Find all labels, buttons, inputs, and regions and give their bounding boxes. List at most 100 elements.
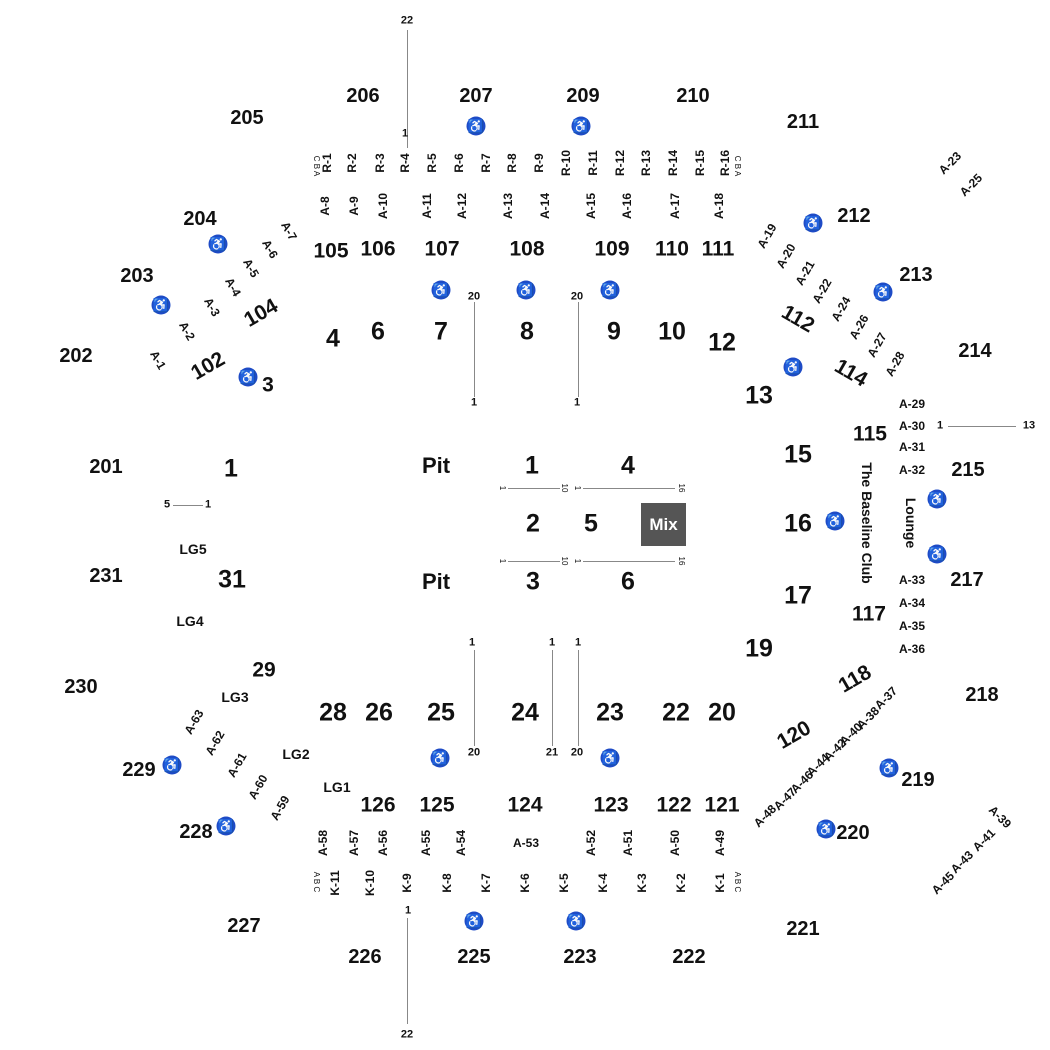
section-220[interactable]: 220 <box>836 822 870 844</box>
section-212[interactable]: 212 <box>837 205 871 227</box>
section-210[interactable]: 210 <box>676 85 710 107</box>
suite-a-33[interactable]: A-33 <box>898 573 926 587</box>
suite-a-58[interactable]: A-58 <box>316 829 330 857</box>
section-111[interactable]: 111 <box>701 237 735 261</box>
center-section-2[interactable]: 2 <box>526 509 540 538</box>
row-k-3[interactable]: K-3 <box>635 873 649 893</box>
suite-a-49[interactable]: A-49 <box>713 829 727 857</box>
floor-section-4[interactable]: 4 <box>326 324 340 353</box>
row-r-11[interactable]: R-11 <box>586 150 600 176</box>
suite-a-55[interactable]: A-55 <box>419 829 433 857</box>
suite-a-23[interactable]: A-23 <box>935 148 965 178</box>
row-k-10[interactable]: K-10 <box>363 869 377 897</box>
floor-section-19[interactable]: 19 <box>745 634 773 663</box>
floor-section-29[interactable]: 29 <box>252 658 276 682</box>
row-k-5[interactable]: K-5 <box>557 873 571 893</box>
suite-a-2[interactable]: A-2 <box>176 319 198 343</box>
floor-section-24[interactable]: 24 <box>511 698 539 727</box>
section-223[interactable]: 223 <box>563 946 597 968</box>
section-222[interactable]: 222 <box>672 946 706 968</box>
suite-a-48[interactable]: A-48 <box>750 801 780 831</box>
section-114[interactable]: 114 <box>830 354 872 392</box>
suite-a-51[interactable]: A-51 <box>621 829 635 857</box>
loge-lg4[interactable]: LG4 <box>176 613 204 629</box>
section-201[interactable]: 201 <box>89 456 123 478</box>
suite-a-35[interactable]: A-35 <box>898 619 926 633</box>
suite-a-7[interactable]: A-7 <box>278 219 300 243</box>
section-204[interactable]: 204 <box>183 208 217 230</box>
floor-section-25[interactable]: 25 <box>427 698 455 727</box>
section-217[interactable]: 217 <box>950 569 984 591</box>
suite-a-25[interactable]: A-25 <box>956 170 986 200</box>
row-k-1[interactable]: K-1 <box>713 873 727 893</box>
section-125[interactable]: 125 <box>419 793 455 817</box>
pit-bottom[interactable]: Pit <box>421 569 451 594</box>
suite-a-3[interactable]: A-3 <box>201 295 223 319</box>
floor-section-3[interactable]: 3 <box>262 373 274 397</box>
suite-a-39[interactable]: A-39 <box>985 802 1015 832</box>
suite-a-10[interactable]: A-10 <box>376 192 390 220</box>
suite-a-34[interactable]: A-34 <box>898 596 926 610</box>
suite-a-27[interactable]: A-27 <box>864 330 890 360</box>
suite-a-4[interactable]: A-4 <box>222 275 244 299</box>
section-118[interactable]: 118 <box>834 660 876 698</box>
section-121[interactable]: 121 <box>704 793 740 817</box>
center-section-3[interactable]: 3 <box>526 567 540 596</box>
center-section-5[interactable]: 5 <box>584 509 598 538</box>
loge-lg2[interactable]: LG2 <box>282 746 310 762</box>
floor-section-7[interactable]: 7 <box>434 317 448 346</box>
suite-a-11[interactable]: A-11 <box>420 193 434 219</box>
loge-lg1[interactable]: LG1 <box>323 779 351 795</box>
suite-a-62[interactable]: A-62 <box>202 728 228 758</box>
suite-a-24[interactable]: A-24 <box>828 294 854 324</box>
floor-section-16[interactable]: 16 <box>784 509 812 538</box>
row-r-6[interactable]: R-6 <box>452 153 466 173</box>
section-227[interactable]: 227 <box>227 915 261 937</box>
suite-a-18[interactable]: A-18 <box>712 192 726 220</box>
floor-section-20[interactable]: 20 <box>708 698 736 727</box>
suite-a-32[interactable]: A-32 <box>898 463 926 477</box>
suite-a-22[interactable]: A-22 <box>809 276 835 306</box>
section-228[interactable]: 228 <box>179 821 213 843</box>
suite-a-57[interactable]: A-57 <box>347 829 361 857</box>
section-115[interactable]: 115 <box>853 422 887 446</box>
section-126[interactable]: 126 <box>360 793 396 817</box>
suite-a-26[interactable]: A-26 <box>846 312 872 342</box>
row-r-9[interactable]: R-9 <box>532 153 546 173</box>
row-k-6[interactable]: K-6 <box>518 873 532 893</box>
section-211[interactable]: 211 <box>786 111 820 133</box>
suite-a-17[interactable]: A-17 <box>668 192 682 220</box>
section-123[interactable]: 123 <box>593 793 629 817</box>
suite-a-30[interactable]: A-30 <box>898 419 926 433</box>
suite-a-19[interactable]: A-19 <box>754 221 780 251</box>
pit-top[interactable]: Pit <box>421 453 451 478</box>
floor-section-26[interactable]: 26 <box>365 698 393 727</box>
suite-a-20[interactable]: A-20 <box>773 241 799 271</box>
suite-a-41[interactable]: A-41 <box>969 825 999 855</box>
section-230[interactable]: 230 <box>64 676 98 698</box>
suite-a-61[interactable]: A-61 <box>224 750 250 780</box>
row-r-5[interactable]: R-5 <box>425 153 439 173</box>
floor-section-10[interactable]: 10 <box>658 317 686 346</box>
section-205[interactable]: 205 <box>230 107 264 129</box>
section-112[interactable]: 112 <box>777 300 819 338</box>
suite-a-53[interactable]: A-53 <box>512 836 540 850</box>
row-k-9[interactable]: K-9 <box>400 873 414 893</box>
loge-lg3[interactable]: LG3 <box>221 689 249 705</box>
suite-a-13[interactable]: A-13 <box>501 192 515 220</box>
center-section-6[interactable]: 6 <box>621 567 635 596</box>
baseline-club[interactable]: The Baseline Club <box>859 462 875 583</box>
floor-section-12[interactable]: 12 <box>708 328 736 357</box>
floor-section-6[interactable]: 6 <box>371 317 385 346</box>
floor-section-8[interactable]: 8 <box>520 317 534 346</box>
row-k-11[interactable]: K-11 <box>328 870 342 896</box>
row-k-4[interactable]: K-4 <box>596 873 610 893</box>
suite-a-56[interactable]: A-56 <box>376 829 390 857</box>
suite-a-54[interactable]: A-54 <box>454 829 468 857</box>
section-218[interactable]: 218 <box>965 684 999 706</box>
row-r-1[interactable]: R-1 <box>320 153 334 173</box>
suite-a-45[interactable]: A-45 <box>928 868 958 898</box>
suite-a-12[interactable]: A-12 <box>455 192 469 220</box>
suite-a-14[interactable]: A-14 <box>538 192 552 220</box>
suite-a-52[interactable]: A-52 <box>584 829 598 857</box>
